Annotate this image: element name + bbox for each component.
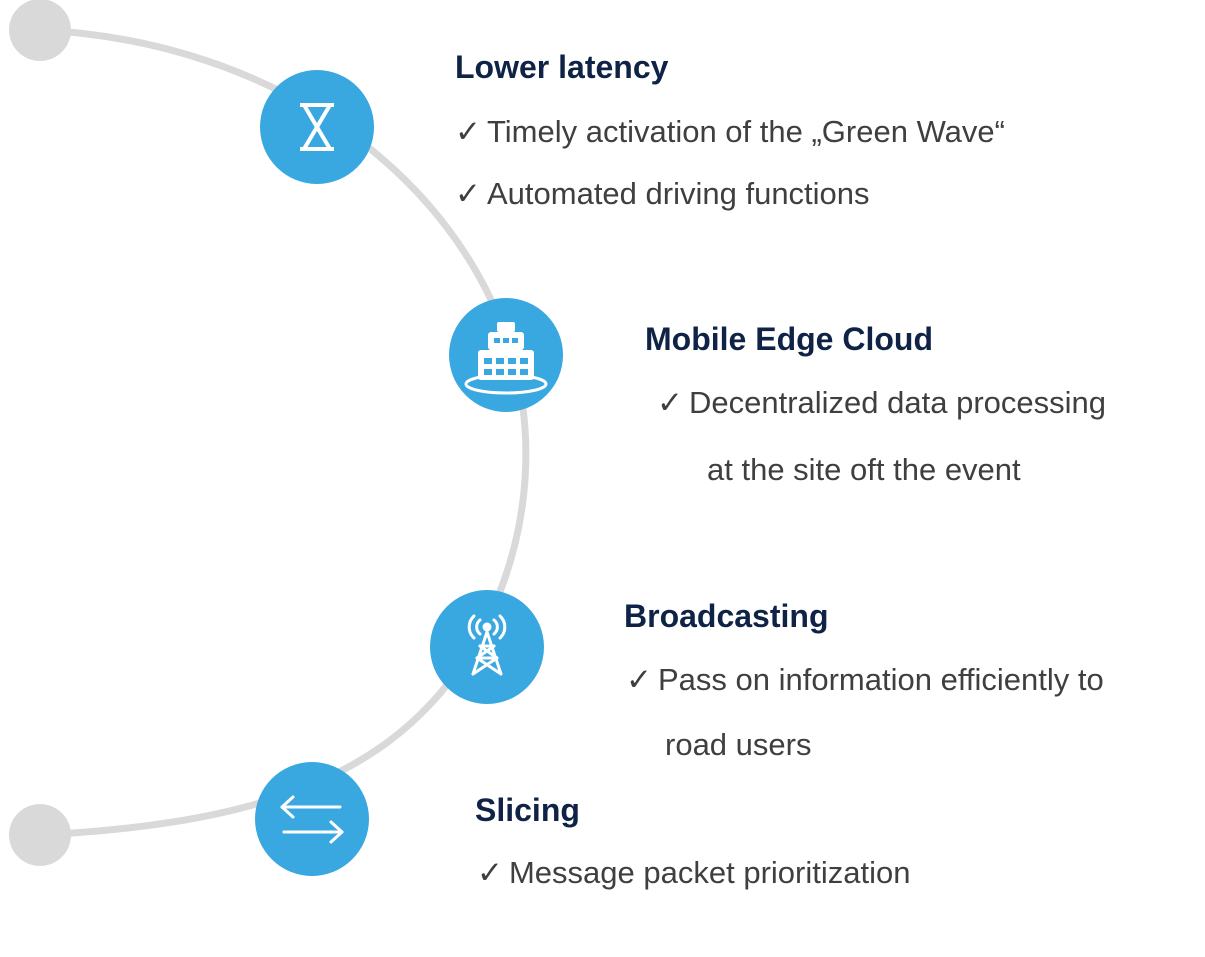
checkmark-icon: ✓ [626,662,652,697]
list-item-text: Pass on information efficiently to [657,662,1104,697]
arc-endpoint-top [9,0,71,61]
list-item: ✓Automated driving functions [455,178,870,209]
section-title: Mobile Edge Cloud [645,321,933,357]
list-item-continuation: at the site oft the event [707,454,1021,485]
list-item-text: road users [665,727,812,762]
list-item-text: Timely activation of the „Green Wave“ [486,114,1005,149]
list-item-text: Decentralized data processing [688,385,1107,420]
checkmark-icon: ✓ [455,176,481,211]
list-item: ✓Pass on information efficiently to [626,664,1104,695]
list-item-continuation: road users [665,729,811,760]
section-title: Slicing [475,792,580,828]
list-item-text: Message packet prioritization [508,855,911,890]
list-item: ✓Timely activation of the „Green Wave“ [455,116,1005,147]
section-title: Lower latency [455,49,669,85]
section-title: Broadcasting [624,598,829,634]
section-mobile-edge-cloud: Mobile Edge Cloud ✓Decentralized data pr… [645,321,1106,485]
list-item: ✓Message packet prioritization [477,857,910,888]
section-broadcasting: Broadcasting ✓Pass on information effici… [624,598,1104,760]
node-slicing [255,762,369,876]
node-broadcasting [430,590,544,704]
cloud-server-icon [464,322,548,395]
hourglass-icon [300,103,334,151]
list-item: ✓Decentralized data processing [657,387,1106,418]
section-lower-latency: Lower latency ✓Timely activation of the … [455,49,1005,209]
list-item-text: Automated driving functions [486,176,870,211]
section-slicing: Slicing ✓Message packet prioritization [475,792,910,888]
node-mobile-edge-cloud [449,298,563,412]
checkmark-icon: ✓ [657,385,683,420]
exchange-arrows-icon [280,795,344,844]
broadcast-tower-icon [467,614,507,676]
node-lower-latency [260,70,374,184]
list-item-text: at the site oft the event [707,452,1021,487]
checkmark-icon: ✓ [477,855,503,890]
arc-endpoint-bottom [9,804,71,866]
checkmark-icon: ✓ [455,114,481,149]
